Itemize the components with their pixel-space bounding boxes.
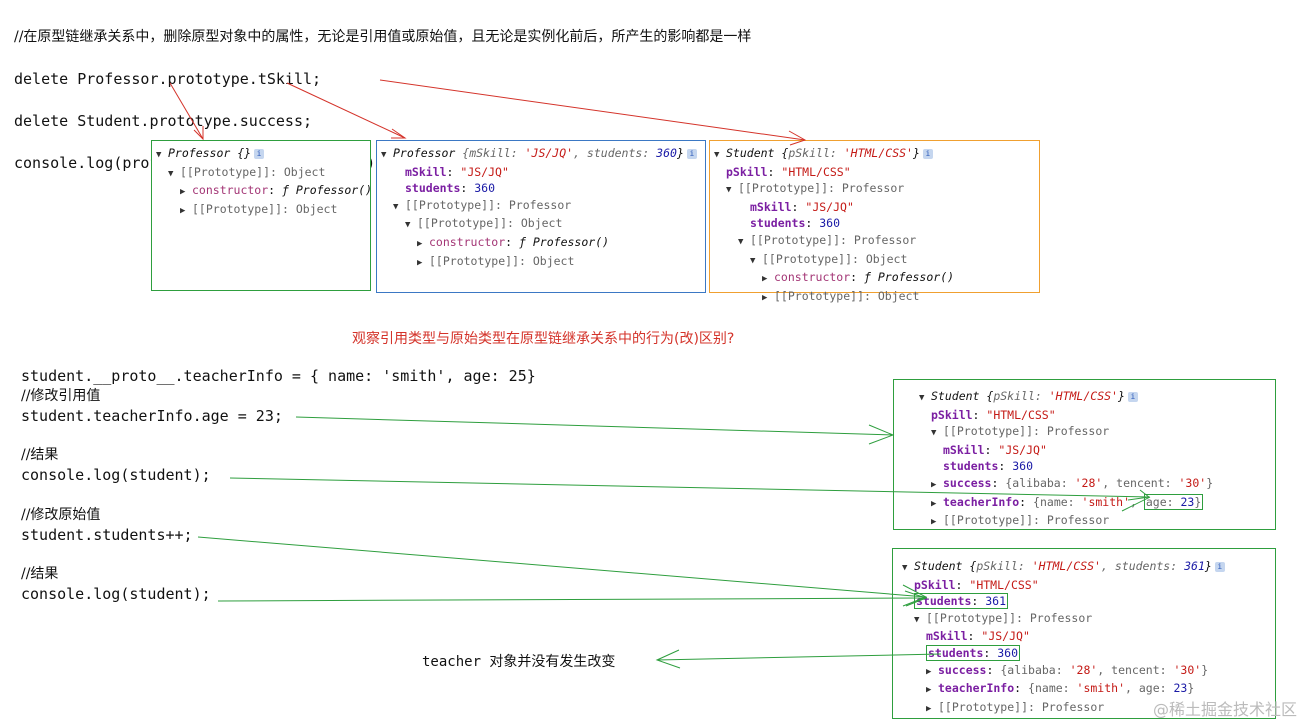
code-line-delete-success: delete Student.prototype.success; <box>14 112 313 130</box>
collapse-triangle-icon[interactable]: ▶ <box>180 187 186 198</box>
expand-triangle-icon[interactable]: ▼ <box>902 563 908 573</box>
code-line-teacherinfo-assign: student.__proto__.teacherInfo = { name: … <box>21 367 536 385</box>
expand-triangle-icon[interactable]: ▼ <box>393 201 399 212</box>
code-line-students-increment: student.students++; <box>21 526 193 544</box>
collapse-triangle-icon[interactable]: ▶ <box>926 666 932 677</box>
collapse-triangle-icon[interactable]: ▶ <box>762 274 768 285</box>
expand-triangle-icon[interactable]: ▼ <box>168 168 174 179</box>
code-line-log-student-2: console.log(student); <box>21 585 211 603</box>
student-result-panel-reference: ▼Student {pSkill: 'HTML/CSS'}i pSkill: "… <box>893 379 1276 530</box>
students-360-highlight-box: students: 360 <box>926 644 1021 661</box>
comment-modify-primitive: //修改原始值 <box>21 507 101 523</box>
collapse-triangle-icon[interactable]: ▶ <box>931 517 937 528</box>
student-result-panel-primitive: ▼Student {pSkill: 'HTML/CSS', students: … <box>892 548 1276 719</box>
expand-triangle-icon[interactable]: ▼ <box>919 393 925 403</box>
expand-triangle-icon[interactable]: ▼ <box>381 150 387 160</box>
collapse-triangle-icon[interactable]: ▶ <box>762 292 768 303</box>
teacher-console-panel: ▼Professor {mSkill: 'JS/JQ', students: 3… <box>376 140 706 293</box>
students-361-highlight-box: students: 361 <box>914 593 1009 610</box>
comment-modify-reference: //修改引用值 <box>21 388 101 404</box>
collapse-triangle-icon[interactable]: ▶ <box>931 479 937 490</box>
watermark: @稀土掘金技术社区 <box>1152 700 1297 719</box>
collapse-triangle-icon[interactable]: ▶ <box>417 257 423 268</box>
info-icon[interactable]: i <box>254 148 265 159</box>
expand-triangle-icon[interactable]: ▼ <box>405 220 411 231</box>
expand-triangle-icon[interactable]: ▼ <box>726 185 732 196</box>
collapse-triangle-icon[interactable]: ▶ <box>180 205 186 216</box>
top-comment: //在原型链继承关系中，删除原型对象中的属性，无论是引用值或原始值，且无论是实例… <box>14 29 752 45</box>
arrow-students-inc <box>197 536 927 598</box>
comment-result-2: //结果 <box>21 566 59 582</box>
info-icon[interactable]: i <box>922 148 933 159</box>
collapse-triangle-icon[interactable]: ▶ <box>417 238 423 249</box>
arrow-age-modify <box>295 416 894 436</box>
info-icon[interactable]: i <box>686 148 697 159</box>
collapse-triangle-icon[interactable]: ▶ <box>926 685 932 696</box>
age-highlight-box: age: 23} <box>1143 493 1204 510</box>
expand-triangle-icon[interactable]: ▼ <box>714 150 720 160</box>
info-icon[interactable]: i <box>1127 391 1138 402</box>
arrow-log-2 <box>217 597 927 602</box>
collapse-triangle-icon[interactable]: ▶ <box>931 498 937 509</box>
info-icon[interactable]: i <box>1214 561 1225 572</box>
teacher-unchanged-note: teacher 对象并没有发生改变 <box>422 654 616 670</box>
expand-triangle-icon[interactable]: ▼ <box>750 255 756 266</box>
expand-triangle-icon[interactable]: ▼ <box>156 150 162 160</box>
code-line-modify-age: student.teacherInfo.age = 23; <box>21 407 283 425</box>
student-console-panel: ▼Student {pSkill: 'HTML/CSS'}i pSkill: "… <box>709 140 1040 303</box>
expand-triangle-icon[interactable]: ▼ <box>914 614 920 625</box>
code-line-delete-tskill: delete Professor.prototype.tSkill; <box>14 70 322 88</box>
expand-triangle-icon[interactable]: ▼ <box>738 236 744 247</box>
question-note: 观察引用类型与原始类型在原型链继承关系中的行为(改)区别? <box>352 331 735 347</box>
expand-triangle-icon[interactable]: ▼ <box>931 428 937 439</box>
comment-result-1: //结果 <box>21 447 59 463</box>
professor-console-panel: ▼Professor {}i ▼[[Prototype]]: Object ▶c… <box>151 140 372 291</box>
collapse-triangle-icon[interactable]: ▶ <box>926 703 932 714</box>
code-line-log-student-1: console.log(student); <box>21 466 211 484</box>
